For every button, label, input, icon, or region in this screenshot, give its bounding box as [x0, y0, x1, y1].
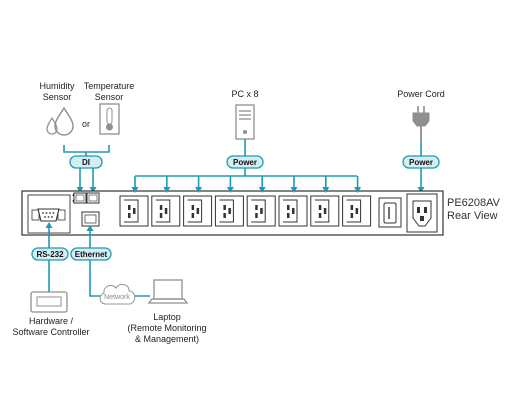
- outlet-arrow-icon: [226, 187, 234, 193]
- svg-text:Power: Power: [409, 158, 433, 167]
- cord-arrow-icon: [417, 187, 425, 193]
- pc-power-tag: Power: [226, 155, 264, 169]
- humidity-label: Humidity: [39, 81, 75, 91]
- outlet-2: [151, 195, 181, 227]
- pc-tower-icon: [235, 104, 255, 140]
- network-cloud-icon: Network: [99, 283, 136, 305]
- controller-label: Hardware /: [29, 316, 74, 326]
- svg-text:Network: Network: [104, 294, 130, 301]
- thermometer-icon: [99, 103, 120, 135]
- outlet-arrow-icon: [131, 187, 139, 193]
- humidity-label: Sensor: [43, 92, 72, 102]
- di-arrow-icon: [76, 187, 84, 193]
- or-label: or: [82, 119, 90, 129]
- svg-text:Ethernet: Ethernet: [75, 250, 108, 259]
- temperature-label: Temperature: [84, 81, 135, 91]
- sensor-connector-line: [63, 145, 110, 190]
- outlet-1: [119, 195, 149, 227]
- outlet-8: [342, 195, 372, 227]
- controller-label: Software Controller: [12, 327, 89, 337]
- controller-icon: [30, 291, 68, 313]
- outlet-6: [278, 195, 308, 227]
- outlet-arrow-icon: [354, 187, 362, 193]
- outlet-arrow-icon: [195, 187, 203, 193]
- power-plug-icon: [412, 106, 430, 142]
- ethernet-line: [89, 228, 150, 297]
- svg-text:RS-232: RS-232: [36, 250, 64, 259]
- laptop-icon: [147, 279, 189, 304]
- outlet-arrow-icon: [322, 187, 330, 193]
- ethernet-tag: Ethernet: [70, 247, 112, 261]
- view-label: Rear View: [447, 210, 498, 222]
- power-inlet: [406, 193, 438, 233]
- di-arrow-icon: [89, 187, 97, 193]
- laptop-label: Laptop: [153, 312, 181, 322]
- outlet-3: [183, 195, 213, 227]
- model-label: PE6208AV: [447, 197, 501, 209]
- svg-text:DI: DI: [82, 158, 90, 167]
- outlet-bus-line: [134, 168, 359, 190]
- outlet-4: [214, 195, 244, 227]
- power-cord-label: Power Cord: [397, 89, 445, 99]
- cord-power-tag: Power: [402, 155, 440, 169]
- svg-text:Power: Power: [233, 158, 257, 167]
- di-tag: DI: [69, 155, 103, 169]
- temperature-label: Sensor: [95, 92, 124, 102]
- di-port: [73, 192, 100, 204]
- outlet-group: [119, 195, 372, 227]
- laptop-label: (Remote Monitoring: [127, 323, 206, 333]
- ethernet-port: [81, 211, 100, 227]
- outlet-arrow-icon: [258, 187, 266, 193]
- outlet-5: [246, 195, 276, 227]
- ethernet-arrow-icon: [86, 225, 94, 231]
- pc-label: PC x 8: [231, 89, 258, 99]
- outlet-7: [310, 195, 340, 227]
- outlet-arrow-icon: [290, 187, 298, 193]
- humidity-sensor-icon: [46, 106, 74, 136]
- laptop-label: & Management): [135, 334, 199, 344]
- rs232-port: [31, 208, 66, 222]
- outlet-arrow-icon: [163, 187, 171, 193]
- rs232-arrow-icon: [45, 222, 53, 228]
- power-switch: [378, 197, 402, 228]
- rs232-tag: RS-232: [31, 247, 69, 261]
